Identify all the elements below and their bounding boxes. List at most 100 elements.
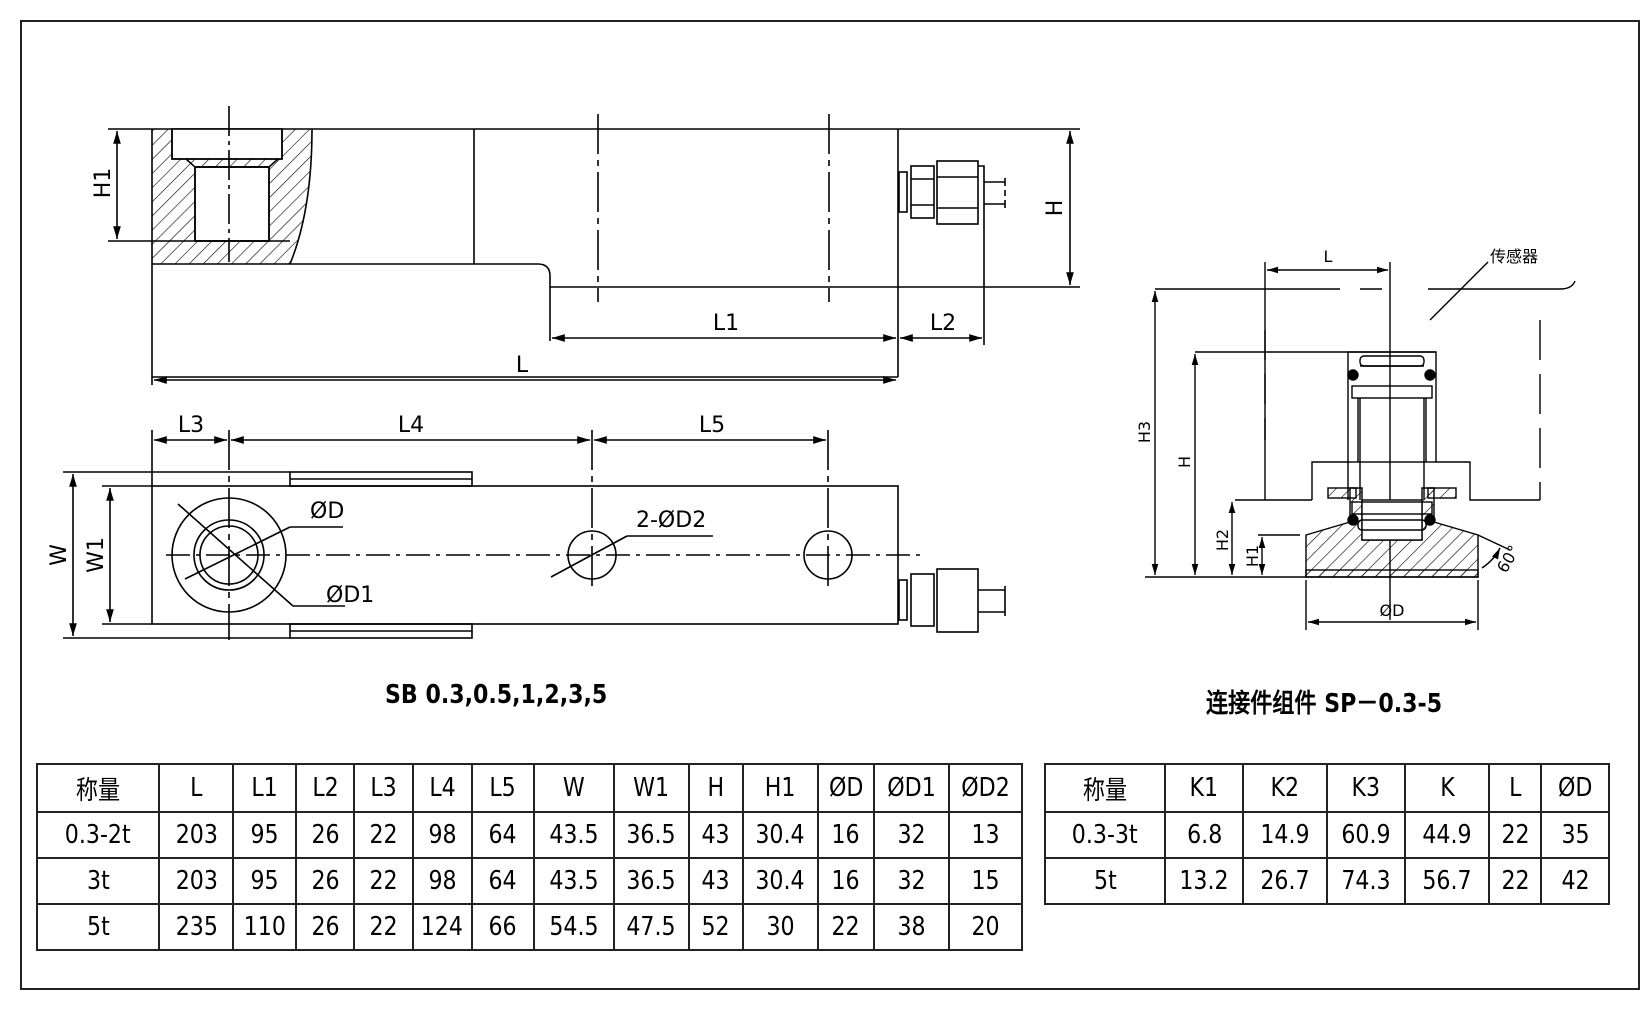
label-conn-H3: H3 <box>1135 421 1154 443</box>
side-view <box>108 106 1080 385</box>
table-cell: 3t <box>35 857 161 905</box>
table-cell: 13 <box>948 811 1023 859</box>
cell-value: 38 <box>897 912 926 942</box>
column-header-label: H1 <box>764 773 796 803</box>
cell-value: 36.5 <box>626 866 676 896</box>
column-header-label: W1 <box>633 773 670 803</box>
cell-value: 60.9 <box>1341 820 1391 850</box>
column-header-label: L4 <box>428 773 456 803</box>
label-conn-L: L <box>1324 247 1333 266</box>
cell-value: 3t <box>86 866 110 896</box>
cell-value: 22 <box>369 912 398 942</box>
column-header-label: K1 <box>1189 773 1219 803</box>
column-header-label: L2 <box>312 773 339 803</box>
column-header: 称量 <box>1043 763 1167 813</box>
label-top-W1: W1 <box>84 537 109 573</box>
table-cell: 56.7 <box>1404 857 1491 905</box>
cell-value: 13.2 <box>1179 866 1229 896</box>
cell-value: 26 <box>311 912 340 942</box>
cell-value: 26 <box>311 866 340 896</box>
label-top-D2: 2-ØD2 <box>636 508 706 533</box>
table-cell: 95 <box>232 811 298 859</box>
table-cell: 26 <box>295 857 356 905</box>
column-header: W1 <box>612 763 690 813</box>
cell-value: 22 <box>369 820 398 850</box>
column-header-label: L5 <box>489 773 516 803</box>
table-cell: 66 <box>470 903 535 951</box>
column-header-label: K3 <box>1351 773 1381 803</box>
label-side-H1: H1 <box>91 168 116 199</box>
cell-value: 74.3 <box>1341 866 1391 896</box>
cell-value: 6.8 <box>1186 820 1222 850</box>
label-conn-H: H <box>1175 456 1194 468</box>
cell-value: 203 <box>175 866 218 896</box>
cell-value: 13 <box>971 820 1000 850</box>
table-cell: 43 <box>687 811 744 859</box>
table-cell: 64 <box>470 857 535 905</box>
cell-value: 16 <box>831 820 861 850</box>
cell-value: 98 <box>428 866 457 896</box>
table-cell: 235 <box>158 903 235 951</box>
column-header: L <box>1488 763 1543 813</box>
table-cell: 20 <box>948 903 1023 951</box>
column-header-label: ØD <box>828 773 864 803</box>
table-cell: 22 <box>816 903 876 951</box>
table-cell: 42 <box>1540 857 1610 905</box>
table-cell: 203 <box>158 811 235 859</box>
table-cell: 47.5 <box>612 903 690 951</box>
label-top-L4: L4 <box>398 413 424 438</box>
column-header: L <box>158 763 235 813</box>
label-top-L3: L3 <box>178 413 204 438</box>
table-cell: 44.9 <box>1404 811 1491 859</box>
cell-value: 22 <box>831 912 861 942</box>
column-header: 称量 <box>35 763 161 813</box>
cell-value: 203 <box>175 820 218 850</box>
table-cell: 26.7 <box>1242 857 1329 905</box>
cell-value: 14.9 <box>1260 820 1310 850</box>
table-cell: 30.4 <box>741 857 819 905</box>
cell-value: 16 <box>831 866 861 896</box>
cell-value: 54.5 <box>549 912 599 942</box>
column-header-label: 称量 <box>76 775 121 806</box>
label-conn-D: ØD <box>1380 601 1405 620</box>
label-side-L1: L1 <box>713 311 739 336</box>
column-header: H1 <box>741 763 819 813</box>
table-cell: 60.9 <box>1326 811 1407 859</box>
table-cell: 5t <box>35 903 161 951</box>
label-side-H: H <box>1043 200 1068 217</box>
top-view <box>63 430 1006 640</box>
table-cell: 16 <box>816 811 876 859</box>
column-header-label: 称量 <box>1082 775 1128 806</box>
caption-sb-model: SB 0.3,0.5,1,2,3,5 <box>385 680 608 710</box>
column-header-label: K <box>1439 773 1455 803</box>
cell-value: 26.7 <box>1260 866 1310 896</box>
column-header: ØD <box>1540 763 1610 813</box>
column-header-label: ØD <box>1557 773 1593 803</box>
label-conn-H1: H1 <box>1243 545 1262 567</box>
label-side-L2: L2 <box>930 311 956 336</box>
column-header-label: L <box>190 773 203 803</box>
cell-value: 42 <box>1561 866 1590 896</box>
caption-sp-connector: 连接件组件 SP－0.3-5 <box>1206 689 1443 719</box>
label-side-L: L <box>516 353 529 378</box>
table-cell: 43.5 <box>532 857 615 905</box>
table-cell: 54.5 <box>532 903 615 951</box>
column-header: K2 <box>1242 763 1329 813</box>
cell-value: 5t <box>86 912 110 942</box>
cell-value: 124 <box>421 912 464 942</box>
cell-value: 52 <box>701 912 730 942</box>
column-header: K1 <box>1164 763 1245 813</box>
cell-value: 26 <box>311 820 340 850</box>
table-cell: 110 <box>232 903 298 951</box>
table-cell: 22 <box>353 811 414 859</box>
table-cell: 22 <box>1488 811 1543 859</box>
cell-value: 95 <box>250 820 279 850</box>
table-cell: 36.5 <box>612 857 690 905</box>
table-cell: 74.3 <box>1326 857 1407 905</box>
table-cell: 5t <box>1043 857 1167 905</box>
column-header-label: H <box>707 773 725 803</box>
cell-value: 98 <box>428 820 457 850</box>
cell-value: 56.7 <box>1422 866 1472 896</box>
